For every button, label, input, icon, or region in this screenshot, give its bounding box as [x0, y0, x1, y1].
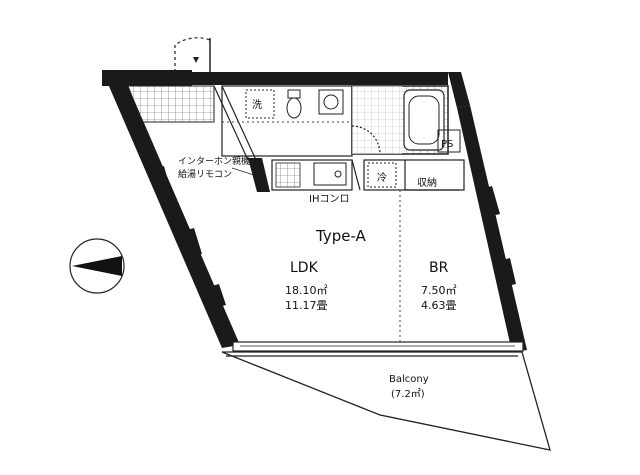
kitchen: [248, 158, 361, 192]
storage-label: 収納: [417, 176, 437, 189]
stove-label: IHコンロ: [309, 194, 349, 205]
br-area-m2: 7.50㎡: [421, 284, 457, 297]
toilet-icon: [286, 89, 302, 119]
ldk-area-m2: 18.10㎡: [285, 284, 328, 297]
washer-label: 洗: [252, 99, 262, 111]
br-name: BR: [429, 260, 449, 276]
entry-hall: [127, 85, 257, 161]
fridge-storage: [363, 159, 465, 191]
entrance-door: [174, 37, 211, 72]
balcony: [221, 351, 551, 451]
ldk-name: LDK: [290, 260, 319, 276]
br-area-jo: 4.63畳: [421, 299, 457, 312]
bathroom: [351, 85, 449, 155]
pipe-space-label: PS: [441, 139, 453, 150]
ldk-area-jo: 11.17畳: [285, 299, 328, 312]
outer-walls: [102, 70, 527, 352]
balcony-area: (7.2㎡): [391, 388, 425, 400]
type-label: Type-A: [315, 227, 367, 245]
intercom-label-line2: 給湯リモコン: [178, 168, 232, 180]
compass-icon: [69, 238, 125, 294]
pipe-space: [437, 129, 461, 153]
ih-stove-icon: [275, 162, 301, 188]
balcony-name: Balcony: [389, 374, 429, 385]
sink-icon: [313, 162, 347, 186]
bathtub-icon: [403, 89, 445, 151]
wash-basin-icon: [318, 89, 344, 115]
fridge-label: 冷: [377, 171, 387, 184]
intercom-label-line1: インターホン親機: [178, 155, 250, 167]
wall-columns: [150, 166, 516, 308]
